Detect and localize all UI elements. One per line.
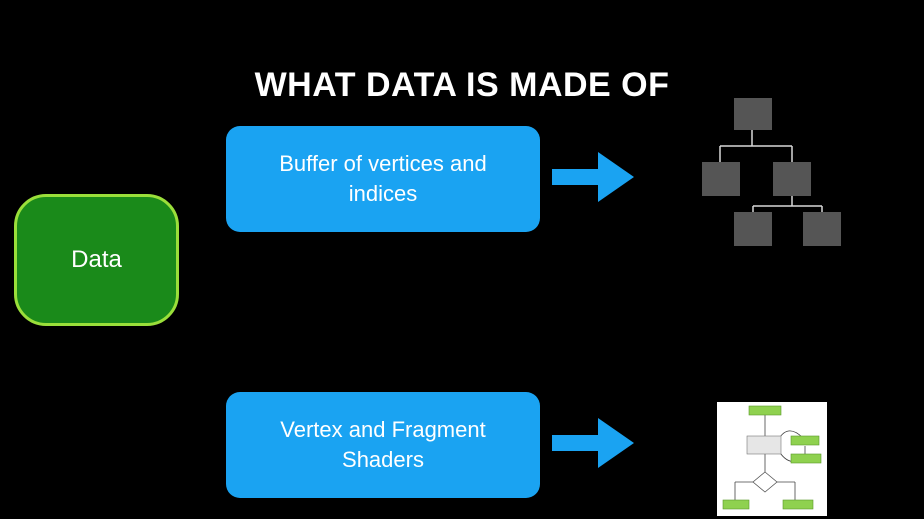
tree-diagram-icon xyxy=(702,98,841,246)
buffer-node: Buffer of vertices and indices xyxy=(226,126,540,232)
arrow-right-icon xyxy=(552,152,634,202)
arrow-right-icon xyxy=(552,418,634,468)
shaders-node-label: Vertex and Fragment Shaders xyxy=(280,417,486,472)
slide-title: WHAT DATA IS MADE OF xyxy=(254,66,670,104)
shaders-node: Vertex and Fragment Shaders xyxy=(226,392,540,498)
buffer-node-label: Buffer of vertices and indices xyxy=(279,151,487,206)
data-node-label: Data xyxy=(71,246,122,273)
data-node: Data xyxy=(14,194,179,326)
flowchart-icon xyxy=(717,402,827,516)
